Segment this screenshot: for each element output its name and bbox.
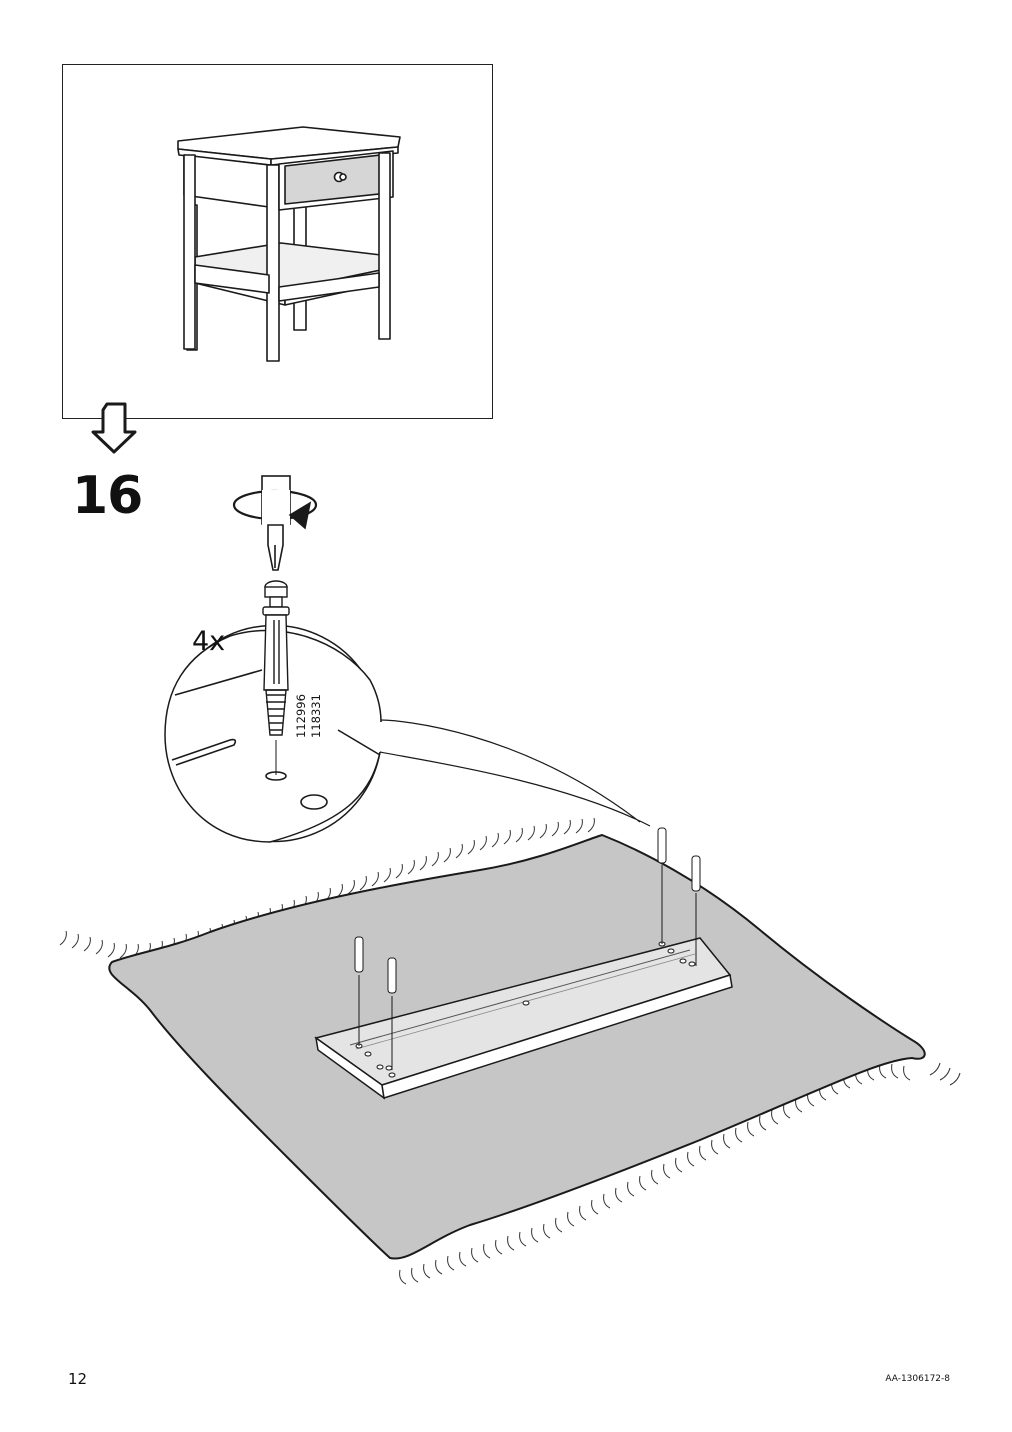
quantity-label: 4x [192, 626, 226, 657]
screwdriver-rotation-icon [232, 475, 318, 571]
board [314, 937, 733, 1100]
cam-screws [354, 827, 701, 1070]
part-number-2: 118331 [309, 694, 323, 738]
document-code: AA-1306172-8 [885, 1374, 950, 1384]
bedside-table-illustration [177, 126, 401, 362]
front-leg-right [266, 164, 280, 362]
cam-screw-detail [262, 580, 290, 736]
front-leg-left [183, 154, 196, 350]
rug [108, 833, 926, 1260]
step-number: 16 [72, 466, 143, 526]
rug-fringe [59, 817, 961, 1285]
knob-inner [339, 173, 347, 181]
zoom-callout [379, 719, 651, 827]
lower-rail-front [194, 264, 270, 294]
board-holes [355, 941, 696, 1078]
front-leg-side [378, 152, 391, 340]
callout-board-edge [171, 669, 381, 810]
page-number: 12 [68, 1370, 88, 1388]
apron-front [183, 154, 270, 208]
lower-rail-side [278, 272, 380, 302]
part-number-1: 112996 [294, 694, 308, 738]
preview-frame [62, 64, 493, 419]
